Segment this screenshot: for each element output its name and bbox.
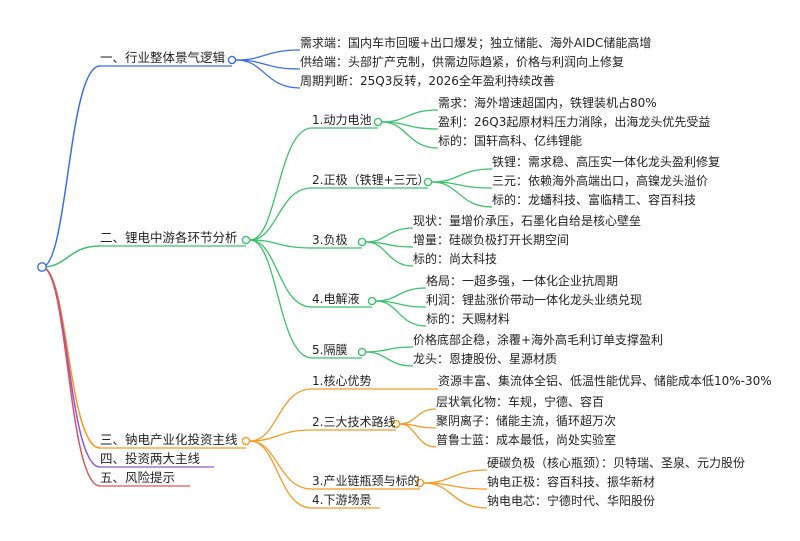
leaf-anode-increment[interactable]: 增量：硅碳负极打开长期空间 (413, 233, 570, 247)
edge-root-section5 (41, 266, 101, 487)
sub-anode[interactable]: 3.负极 (312, 233, 348, 247)
section2-sub-1-marker[interactable] (423, 177, 433, 187)
edge-section3-sub-0 (249, 388, 313, 442)
edge-section2-sub-1-leaf-0 (431, 168, 493, 183)
edge-section3-sub-2-leaf-2 (423, 482, 488, 509)
leaf-sodium-cathode[interactable]: 钠电正极：容百科技、振华新材 (487, 475, 656, 489)
sub-cathode[interactable]: 2.正极（铁锂+三元） (312, 173, 430, 187)
branch-sodium-battery[interactable]: 三、钠电产业化投资主线 (100, 432, 238, 447)
edge-section2-sub-3-leaf-2 (375, 300, 427, 327)
sub-separator[interactable]: 5.隔膜 (312, 343, 348, 357)
edge-section3-sub-2 (249, 440, 313, 490)
edge-root-section1 (41, 65, 101, 268)
leaf-cathode-lfp[interactable]: 铁锂：需求稳、高压实一体化龙头盈利修复 (492, 155, 721, 169)
leaf-power-battery-profit[interactable]: 盈利：26Q3起原材料压力消除，出海龙头优先受益 (438, 115, 711, 129)
sub-downstream-scenarios[interactable]: 4.下游场景 (312, 493, 372, 507)
section1-expand-marker[interactable] (227, 55, 237, 65)
edge-section3-sub-1-leaf-2 (399, 423, 437, 448)
branch-industry-sentiment[interactable]: 一、行业整体景气逻辑 (100, 50, 226, 65)
edge-section2-sub-2-leaf-2 (365, 241, 414, 267)
section3-sub-2-marker[interactable] (415, 478, 425, 488)
edge-section2-sub-4-leaf-0 (365, 346, 414, 353)
section3-expand-marker[interactable] (241, 436, 251, 446)
leaf-core-advantages[interactable]: 资源丰富、集流体全铝、低温性能优异、储能成本低10%-30% (438, 374, 772, 388)
branch-midstream-analysis[interactable]: 二、锂电中游各环节分析 (100, 230, 238, 245)
leaf-cathode-targets[interactable]: 标的：龙蟠科技、富临精工、容百科技 (492, 193, 697, 207)
section2-expand-marker[interactable] (241, 235, 251, 245)
sub-chain-bottleneck[interactable]: 3.产业链瓶颈与标的 (312, 474, 420, 488)
leaf-separator-price[interactable]: 价格底部企稳，涂覆+海外高毛利订单支撑盈利 (413, 333, 664, 347)
leaf-anode-targets[interactable]: 标的：尚太科技 (413, 252, 498, 266)
connector-lines (41, 49, 493, 509)
edge-section2-sub-2-leaf-0 (365, 227, 414, 243)
leaf-prussian-blue[interactable]: 普鲁士蓝：成本最低，尚处实验室 (436, 433, 617, 447)
leaf-anode-status[interactable]: 现状：量增价承压，石墨化自给是核心壁垒 (413, 214, 642, 228)
edge-section2-sub-4 (249, 239, 313, 359)
leaf-electrolyte-targets[interactable]: 标的：天赐材料 (426, 312, 511, 326)
node-markers (37, 55, 433, 488)
section3-sub-1-marker[interactable] (391, 419, 401, 429)
leaf-hard-carbon[interactable]: 硬碳负极（核心瓶颈）：贝特瑞、圣泉、元力股份 (487, 456, 746, 470)
sub-electrolyte[interactable]: 4.电解液 (312, 292, 360, 306)
sub-power-battery[interactable]: 1.动力电池 (312, 113, 372, 127)
edge-section2-sub-0-leaf-0 (381, 109, 439, 123)
edge-section1-leaf-2 (235, 59, 301, 89)
leaf-polyanion[interactable]: 聚阴离子：储能主流，循环超万次 (436, 414, 617, 428)
edge-section2-sub-4-leaf-1 (365, 351, 414, 367)
leaf-cycle-judgment[interactable]: 周期判断：25Q3反转，2026全年盈利持续改善 (300, 74, 555, 88)
edge-root-section2 (41, 245, 101, 268)
leaf-layered-oxide[interactable]: 层状氧化物：车规，宁德、容百 (436, 395, 605, 409)
leaf-power-battery-demand[interactable]: 需求：海外增速超国内，铁锂装机占80% (438, 96, 657, 110)
edge-section3-sub-1-leaf-0 (399, 408, 437, 425)
leaf-sodium-cell[interactable]: 钠电电芯：宁德时代、华阳股份 (487, 494, 656, 508)
edge-section1-leaf-0 (235, 49, 301, 61)
sub-core-advantages[interactable]: 1.核心优势 (312, 374, 372, 388)
leaf-separator-leaders[interactable]: 龙头：恩捷股份、星源材质 (413, 352, 558, 366)
root-node-marker[interactable] (37, 262, 47, 272)
edge-section2-sub-0-leaf-2 (381, 121, 439, 149)
section2-sub-3-marker[interactable] (367, 296, 377, 306)
edge-section3-sub-3 (249, 440, 313, 509)
section2-sub-0-marker[interactable] (373, 117, 383, 127)
leaf-supply-side[interactable]: 供给端：头部扩产克制，供需边际趋紧，价格与利润向上修复 (300, 55, 625, 69)
leaf-cathode-ternary[interactable]: 三元：依赖海外高端出口，高镍龙头溢价 (492, 174, 709, 188)
section2-sub-2-marker[interactable] (357, 237, 367, 247)
edge-section2-sub-0 (249, 127, 313, 241)
edge-section3-sub-1 (249, 429, 313, 442)
section2-sub-4-marker[interactable] (357, 347, 367, 357)
leaf-power-battery-targets[interactable]: 标的：国轩高科、亿纬锂能 (438, 134, 583, 148)
leaf-electrolyte-profit[interactable]: 利润：锂盐涨价带动一体化龙头业绩兑现 (426, 293, 643, 307)
edge-section2-sub-2 (249, 239, 313, 249)
edge-section2-sub-3-leaf-0 (375, 287, 427, 302)
sub-tech-routes[interactable]: 2.三大技术路线 (312, 415, 396, 429)
edge-section2-sub-3 (249, 239, 313, 308)
leaf-demand-side[interactable]: 需求端：国内车市回暖+出口爆发；独立储能、海外AIDC储能高增 (300, 36, 652, 50)
leaf-electrolyte-structure[interactable]: 格局：一超多强，一体化企业抗周期 (426, 274, 619, 288)
branch-risk-warning[interactable]: 五、风险提示 (100, 470, 176, 485)
edge-section2-sub-1 (249, 187, 313, 241)
edge-root-section3 (41, 266, 101, 449)
branch-two-investment-lines[interactable]: 四、投资两大主线 (100, 451, 201, 466)
edge-section2-sub-1-leaf-2 (431, 181, 493, 208)
edge-section3-sub-2-leaf-0 (423, 469, 488, 484)
